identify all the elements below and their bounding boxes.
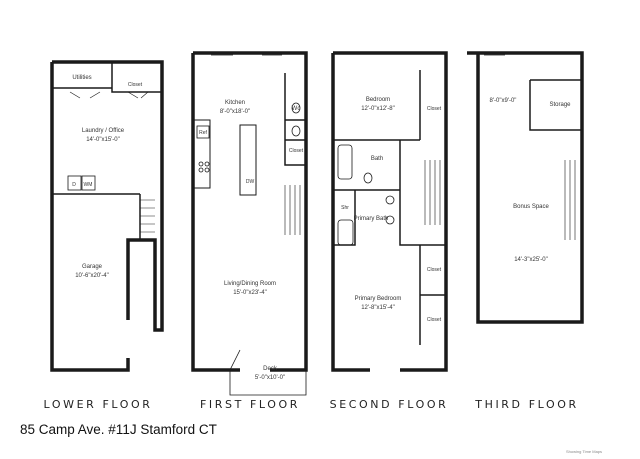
primary-bath-label: Primary Bath <box>354 216 389 222</box>
laundry-office-label: Laundry / Office <box>82 128 125 134</box>
fridge-label: Ref <box>199 130 207 136</box>
laundry-office-dims: 14'-0"x15'-0" <box>86 137 120 143</box>
primary-bedroom-dims: 12'-8"x15'-4" <box>361 305 395 311</box>
washer-label: WM <box>84 182 93 188</box>
floor-label-first: FIRST FLOOR <box>199 398 301 411</box>
dishwasher-label: DW <box>246 179 255 185</box>
second-floor-fixtures <box>337 144 395 246</box>
deck-label: Deck <box>263 366 278 372</box>
utilities-label: Utilities <box>72 75 91 81</box>
second-floor-labels: Bedroom 12'-0"x12'-8" Closet Bath Shr Pr… <box>341 97 442 323</box>
second-floor-interior <box>333 70 446 345</box>
garage-label: Garage <box>82 264 103 270</box>
closet-label: Closet <box>427 267 442 273</box>
living-dining-label: Living/Dining Room <box>224 281 276 287</box>
floor-label-second: SECOND FLOOR <box>329 398 449 411</box>
closet-label: Closet <box>427 317 442 323</box>
second-floor-walls <box>331 51 448 372</box>
floor-label-third: THIRD FLOOR <box>475 398 579 411</box>
kitchen-label: Kitchen <box>225 100 245 106</box>
first-floor-interior <box>193 54 307 396</box>
lower-floor-walls <box>50 60 164 372</box>
bedroom-dims: 12'-0"x12'-8" <box>361 106 395 112</box>
first-floor-walls <box>191 51 308 372</box>
third-floor-walls <box>467 51 584 324</box>
floor-label-lower: LOWER FLOOR <box>43 398 153 411</box>
wc-label: Wc <box>292 106 301 112</box>
first-floor-fixtures <box>196 102 301 173</box>
closet-label: Closet <box>427 106 442 112</box>
credit: Showing Time Maps <box>566 449 603 454</box>
garage-dims: 10'-6"x20'-4" <box>75 273 109 279</box>
kitchen-dims: 8'-0"x18'-0" <box>220 109 250 115</box>
alcove-dims: 8'-0"x9'-0" <box>490 98 517 104</box>
third-floor-interior <box>484 54 582 240</box>
bath-label: Bath <box>371 156 383 162</box>
lower-floor-interior <box>52 62 162 240</box>
shower-label: Shr <box>341 205 349 211</box>
bonus-space-dims: 14'-3"x25'-0" <box>514 257 548 263</box>
closet-label: Closet <box>128 82 143 88</box>
living-dining-dims: 15'-0"x23'-4" <box>233 290 267 296</box>
lower-floor-labels: Utilities Closet Laundry / Office 14'-0"… <box>72 75 143 279</box>
primary-bedroom-label: Primary Bedroom <box>355 296 402 302</box>
third-floor-labels: 8'-0"x9'-0" Storage Bonus Space 14'-3"x2… <box>490 98 572 263</box>
bonus-space-label: Bonus Space <box>513 204 549 210</box>
dryer-label: D <box>72 182 76 188</box>
deck-dims: 5'-0"x10'-0" <box>255 375 285 381</box>
lower-floor-appliances <box>67 175 96 191</box>
bedroom-label: Bedroom <box>366 97 390 103</box>
closet-label: Closet <box>289 148 304 154</box>
first-floor-labels: Kitchen 8'-0"x18'-0" Wc Closet Ref DW Li… <box>199 100 304 381</box>
listing-address: 85 Camp Ave. #11J Stamford CT <box>20 422 217 437</box>
storage-label: Storage <box>549 102 571 108</box>
